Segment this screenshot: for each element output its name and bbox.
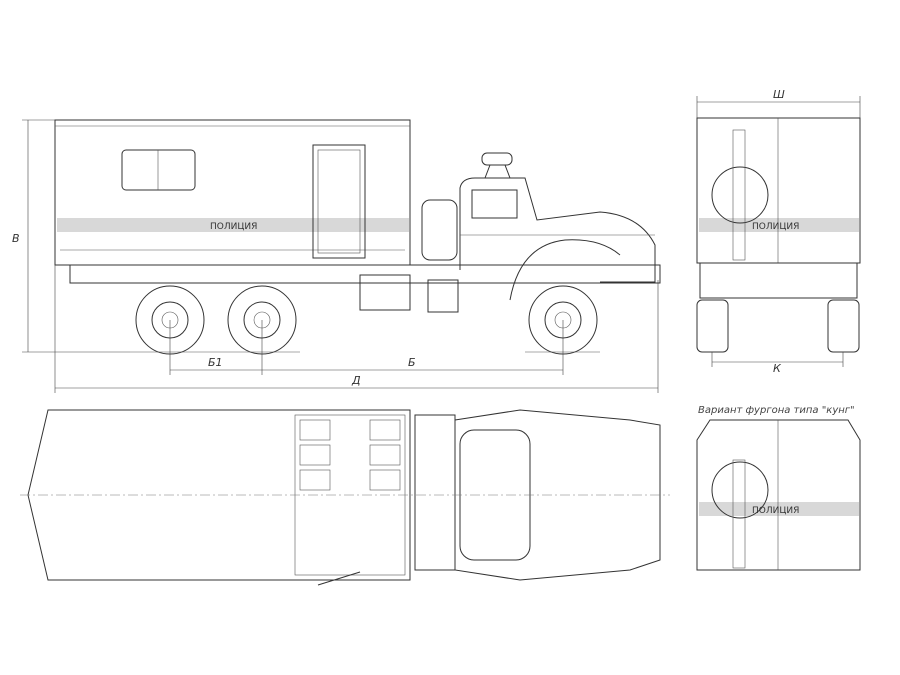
box-stripe — [57, 218, 409, 232]
van-body — [54, 119, 411, 266]
side-view: ПОЛИЦИЯ В Б1 Б Д — [12, 119, 661, 393]
air-intake-cap — [481, 152, 513, 166]
top-view — [20, 409, 670, 586]
side-door — [312, 144, 366, 259]
spare-wheel — [421, 199, 458, 261]
chassis-frame — [69, 264, 661, 284]
side-window — [121, 149, 196, 191]
dim-wheelbase-label: Б — [408, 356, 416, 369]
rear-spare-wheel — [711, 166, 769, 224]
front-fender — [509, 239, 621, 301]
rear-ladder — [732, 129, 746, 261]
variant-caption: Вариант фургона типа "кунг" — [698, 405, 855, 416]
rear-box-label: ПОЛИЦИЯ — [752, 222, 799, 232]
kung-stripe — [699, 502, 859, 516]
kung-body — [696, 419, 861, 571]
rear-wheel-left — [696, 299, 729, 353]
rear-chassis — [699, 262, 858, 299]
dim-rear-wheelbase-label: Б1 — [208, 356, 223, 369]
kung-ladder — [732, 459, 746, 569]
kung-variant-view: Вариант фургона типа "кунг" ПОЛИЦИЯ — [696, 405, 861, 571]
kung-spare-wheel — [711, 461, 769, 519]
dim-track-label: К — [773, 362, 782, 375]
box-label: ПОЛИЦИЯ — [210, 222, 257, 232]
roof-hatches — [299, 419, 401, 491]
dim-length-label: Д — [351, 374, 361, 387]
door-panel — [317, 149, 361, 254]
rear-stripe — [699, 218, 859, 232]
rear-view: ПОЛИЦИЯ Ш К — [696, 88, 861, 375]
cab — [459, 177, 656, 283]
cab-window — [471, 189, 518, 219]
kung-box-label: ПОЛИЦИЯ — [752, 506, 799, 516]
spare-wheel-top — [414, 414, 456, 571]
fuel-tank — [359, 274, 411, 311]
open-door-line — [317, 571, 361, 586]
dim-height-label: В — [12, 232, 20, 245]
rear-wheel-right — [827, 299, 860, 353]
rear-van-body — [696, 117, 861, 264]
van-roof — [27, 409, 411, 581]
cab-top — [454, 409, 661, 581]
dim-width-label: Ш — [773, 88, 785, 101]
air-intake — [484, 164, 511, 179]
battery-box — [427, 279, 459, 313]
